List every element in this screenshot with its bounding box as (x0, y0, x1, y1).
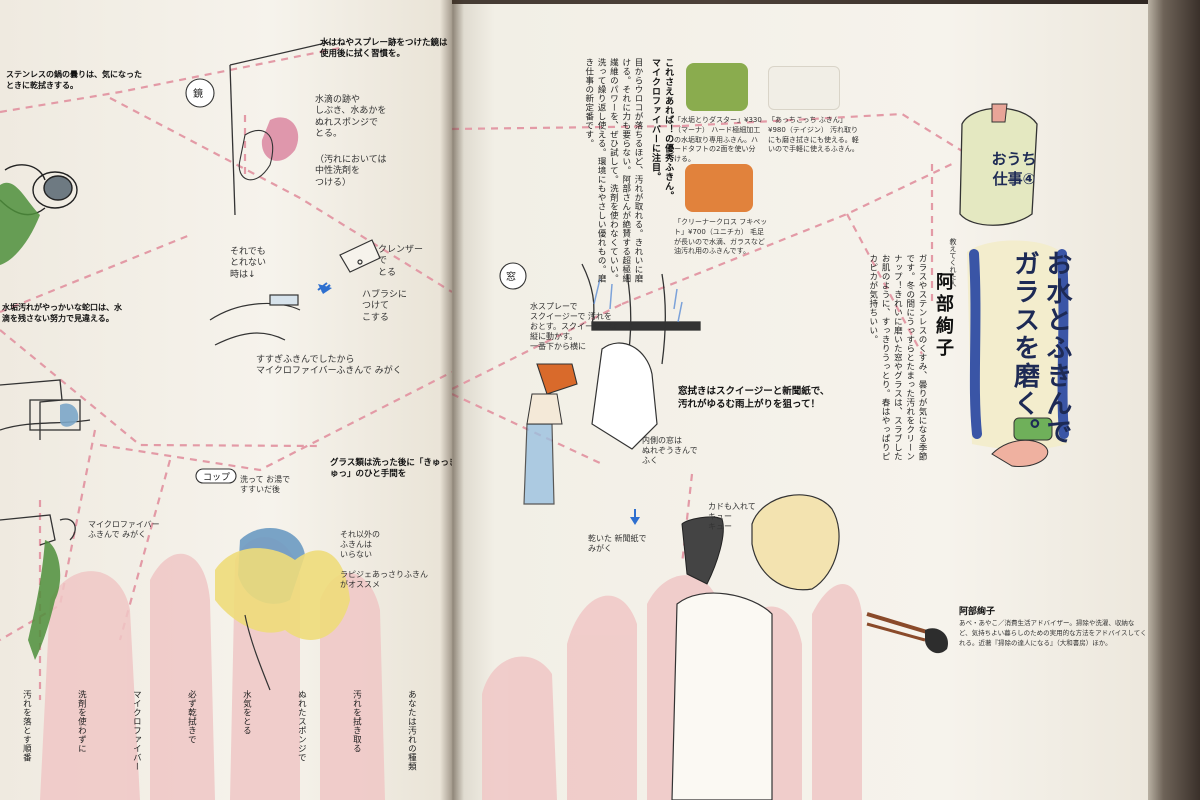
note-mirror-detergent: （汚れにおいては 中性洗剤を つける） (315, 155, 387, 188)
left-page: 鏡 (0, 0, 452, 800)
profile-text: あべ・あやこ／消費生活アドバイザー。掃除や洗濯、収納など、気持ちよい暮らしのため… (959, 619, 1147, 648)
body-column-7: 汚れを拭き取る (351, 690, 362, 753)
series-label: おうち 仕事④ (991, 150, 1037, 188)
window-heading: 窓拭きはスクイージーと新聞紙で、 汚れがゆるむ雨上がりを狙って！ (678, 386, 830, 410)
product-caption-1: 「水垢とりダスター」¥330（マーナ） ハード極細加工の水垢取り専用ふきん。ハー… (674, 116, 762, 164)
window-note-inside: 内側の窓は ぬれぞうきんで ふく (642, 436, 698, 465)
author-credit: 教えてくれた人 (949, 238, 957, 287)
body-column-4: 必ず乾拭きで (186, 690, 197, 744)
note-cleanser: クレンザー で とる (378, 245, 424, 278)
product-caption-2: 「あっちこっち ふきん」¥980（テイジン） 汚れ取りにも磨き拭きにも使える。軽… (768, 116, 859, 154)
left-page-illustrations: 鏡 (0, 41, 452, 800)
article-title: お水とふきんで ガラスを磨く。 (1009, 250, 1073, 446)
note-rinse-polish: すすぎふきんでしたから マイクロファイバーふきんで みがく (256, 355, 402, 377)
window-note-squeegee: 水スプレーで スクイージーで 汚れを おとす。スクイージーは 縦に動かす。 一番… (530, 302, 617, 351)
note-mirror-wipe: 水滴の跡や しぶき、水あかを ぬれスポンジで とる。 (315, 95, 387, 139)
profile-name: 阿部絢子 (959, 607, 996, 617)
window-icon-label: 窓 (506, 270, 516, 283)
page-edge-shadow (1148, 0, 1200, 800)
intro-lead: これさえあれば！の優秀ふきん。マイクロファイバーに注目。 (650, 58, 674, 201)
intro-body: 目からウロコが落ちるほど、汚れが取れる。きれいに磨ける。それに力も要らない。阿部… (583, 58, 643, 283)
section-heading-pot: ステンレスの鍋の曇りは、気になったときに乾拭きする。 (6, 70, 142, 90)
note-toothbrush: ハブラシに つけて こする (362, 290, 407, 323)
right-page-illustrations: 窓 (452, 103, 1069, 800)
section-heading-faucet: 水垢汚れがやっかいな蛇口は、水滴を残さない努力で見違える。 (2, 303, 122, 323)
body-column-5: 水気をとる (241, 690, 252, 735)
body-column-2: 洗剤を使わずに (76, 690, 87, 753)
body-column-8: あなたは汚れの種類 (406, 690, 417, 771)
product-caption-3: 「クリーナークロス フキペット」¥700（ユニチカ） 毛足が長いので水滴、ガラス… (674, 218, 768, 256)
window-note-newspaper: 乾いた 新聞紙で みがく (588, 534, 647, 553)
window-note-corners: カドも入れて キュー キュー (708, 502, 756, 531)
product-swatch-green (686, 63, 748, 111)
section-heading-mirror: 水はねやスプレー跡をつけた鏡は使用後に拭く習慣を。 (320, 38, 448, 60)
right-page: 窓 (452, 4, 1160, 800)
product-swatch-orange (685, 164, 753, 212)
note-glass-wash: 洗って お湯で すすいだ後 (240, 475, 291, 494)
product-swatch-white (768, 66, 840, 110)
author-name: 阿部絢子 (933, 272, 954, 360)
body-column-6: ぬれたスポンジで (296, 690, 307, 762)
note-faucet-polish: マイクロファイバー ふきんで みがく (88, 520, 160, 539)
lead-body: ガラスやステンレスのくすみ、曇りが気になる季節です。冬の間にうっすらとたまった汚… (867, 254, 927, 461)
mirror-icon-label: 鏡 (193, 87, 203, 100)
cup-icon-label: コップ (203, 472, 230, 483)
note-still-dirty: それでも とれない 時は↓ (230, 247, 267, 280)
section-heading-glass: グラス類は洗った後に「きゅっきゅっ」のひと手間を (330, 458, 452, 480)
body-column-3: マイクロファイバー (131, 690, 142, 771)
note-other-cloths: それ以外の ふきんは いらない (340, 530, 380, 559)
note-recommended-cloth: ラピジェあっさりふきん がオススメ (340, 570, 428, 589)
body-column-1: 汚れを落とす順番 (21, 690, 32, 762)
book-gutter (440, 0, 464, 800)
